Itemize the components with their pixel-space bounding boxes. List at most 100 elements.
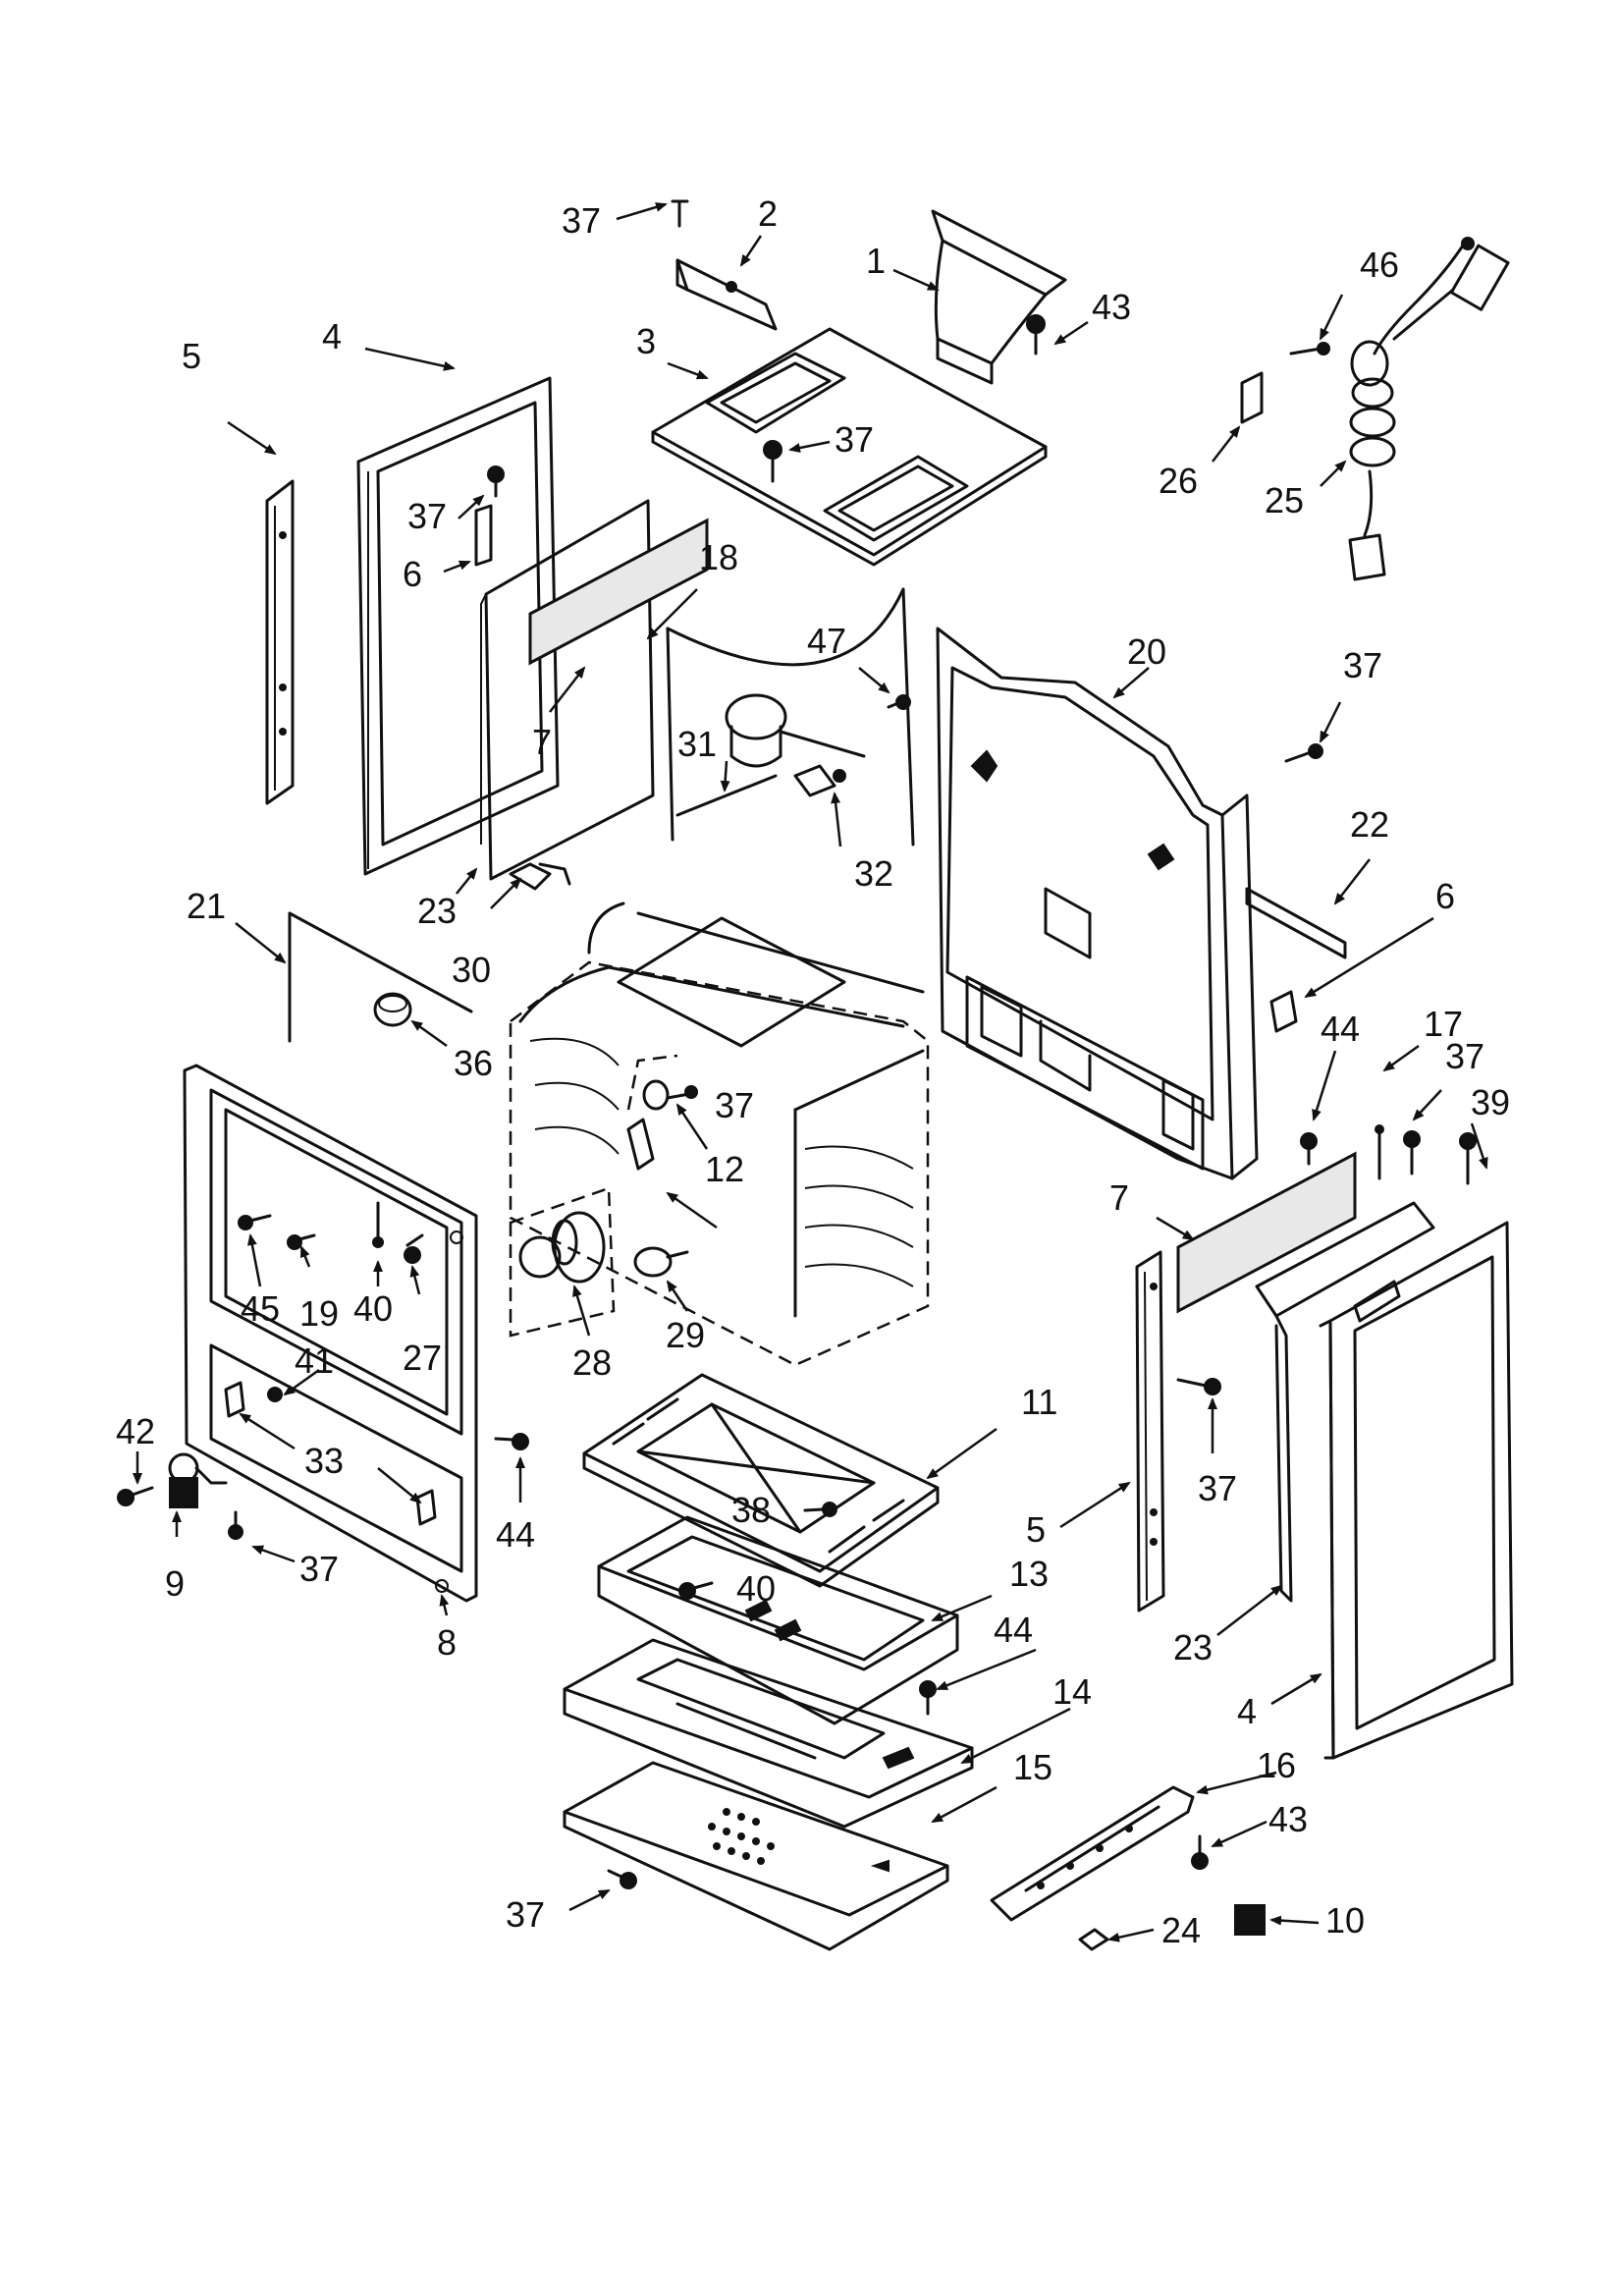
callout-9: 9 (165, 1563, 185, 1604)
part-6-bracket (1269, 990, 1298, 1033)
callout-17: 17 (1424, 1004, 1463, 1044)
callout-37: 37 (715, 1085, 754, 1125)
callout-15: 15 (1013, 1747, 1052, 1787)
callout-24: 24 (1161, 1910, 1201, 1950)
oven-cavity-assembly (509, 902, 930, 1367)
part-21-door-gasket (288, 911, 473, 1043)
part-2-top-bracket (675, 258, 778, 331)
callout-labels: 37 2 1 43 3 37 4 5 37 6 7 18 47 31 32 20… (116, 193, 1510, 1950)
screw-icon (803, 1502, 837, 1517)
screw-icon (117, 1486, 154, 1506)
callout-37: 37 (299, 1549, 339, 1589)
callout-31: 31 (677, 724, 717, 764)
callout-10: 10 (1325, 1900, 1365, 1941)
callout-46: 46 (1360, 245, 1399, 285)
callout-40: 40 (353, 1288, 393, 1329)
callout-21: 21 (187, 886, 226, 926)
part-31-igniter-valve (675, 693, 866, 817)
part-24-clip (1078, 1928, 1109, 1951)
callout-36: 36 (454, 1043, 493, 1083)
part-5-left-trim (265, 479, 295, 805)
callout-28: 28 (572, 1342, 612, 1383)
callout-37: 37 (506, 1894, 545, 1935)
part-6-bracket (474, 504, 493, 567)
callout-26: 26 (1159, 461, 1198, 501)
callout-23: 23 (417, 891, 457, 931)
callout-25: 25 (1265, 480, 1304, 520)
callout-45: 45 (241, 1288, 280, 1329)
part-4-right-side-panel (1319, 1221, 1514, 1760)
callout-44: 44 (994, 1610, 1033, 1650)
part-28-knob-assembly (509, 1186, 616, 1338)
callout-23: 23 (1173, 1627, 1213, 1667)
screw-icon (287, 1233, 316, 1250)
callout-14: 14 (1052, 1671, 1092, 1712)
callout-20: 20 (1127, 631, 1166, 672)
screw-icon (1191, 1834, 1209, 1870)
screw-icon (1300, 1132, 1318, 1166)
callout-47: 47 (807, 621, 846, 661)
callout-11: 11 (1021, 1382, 1057, 1422)
part-23-inner-panel (480, 499, 655, 881)
screw-icon (487, 465, 505, 498)
screw-icon (372, 1201, 384, 1248)
callout-27: 27 (403, 1338, 442, 1378)
callout-13: 13 (1009, 1554, 1049, 1594)
callout-5: 5 (1026, 1509, 1046, 1550)
part-26-bracket (1240, 371, 1264, 424)
part-36-plug (373, 992, 412, 1027)
part-22-rail (1245, 887, 1347, 959)
part-7-insulation-pad (1176, 1151, 1357, 1314)
part-29-knob (633, 1246, 689, 1278)
screw-icon (494, 1433, 529, 1450)
callout-30: 30 (452, 950, 491, 990)
screw-icon (1284, 743, 1323, 763)
callout-4: 4 (322, 316, 342, 356)
callout-42: 42 (116, 1411, 155, 1451)
screw-icon (238, 1214, 272, 1230)
part-16-kickplate-rail (990, 1785, 1195, 1922)
part-10-leveling-foot (1234, 1904, 1266, 1936)
callout-7: 7 (532, 722, 552, 762)
callout-37: 37 (1343, 645, 1382, 685)
part-1-vent-duct (931, 209, 1067, 385)
part-9-leveling-leg (168, 1452, 228, 1508)
callout-44: 44 (496, 1514, 535, 1555)
callout-6: 6 (1435, 876, 1455, 916)
part-20-back-panel (936, 627, 1259, 1180)
callout-18: 18 (699, 537, 738, 577)
vent-holes (708, 1808, 775, 1865)
screw-icon (607, 1869, 637, 1889)
callout-40: 40 (736, 1568, 776, 1609)
callout-6: 6 (403, 554, 422, 594)
callout-19: 19 (299, 1293, 339, 1334)
part-11-broiler-pan (582, 1373, 940, 1588)
screw-icon (404, 1233, 424, 1264)
callout-43: 43 (1092, 287, 1131, 327)
part-12-sensor (626, 1079, 670, 1171)
callout-38: 38 (731, 1490, 771, 1530)
screw-icon (1176, 1378, 1221, 1395)
screw-icon (763, 440, 782, 483)
callout-3: 3 (636, 321, 656, 361)
part-14-drawer (563, 1638, 974, 1829)
part-3-top-frame (651, 327, 1048, 567)
screw-icon (1403, 1130, 1421, 1175)
callout-8: 8 (437, 1622, 457, 1663)
part-25-power-cord (1348, 237, 1510, 581)
screw-icon (1289, 342, 1330, 355)
part-23-inner-panel (1255, 1201, 1435, 1603)
part-8-front-frame (183, 1064, 478, 1603)
part-33-latch (224, 1381, 437, 1526)
part-30-clip (509, 862, 571, 891)
screw-icon (671, 199, 689, 228)
callout-1: 1 (866, 241, 886, 281)
part-7-insulation-pad (528, 518, 709, 666)
part-15-bottom-panel (563, 1761, 949, 1951)
callout-43: 43 (1268, 1799, 1308, 1839)
screw-icon (228, 1510, 243, 1540)
callout-37: 37 (835, 419, 874, 460)
callout-37: 37 (1445, 1036, 1484, 1076)
callout-12: 12 (705, 1149, 744, 1189)
